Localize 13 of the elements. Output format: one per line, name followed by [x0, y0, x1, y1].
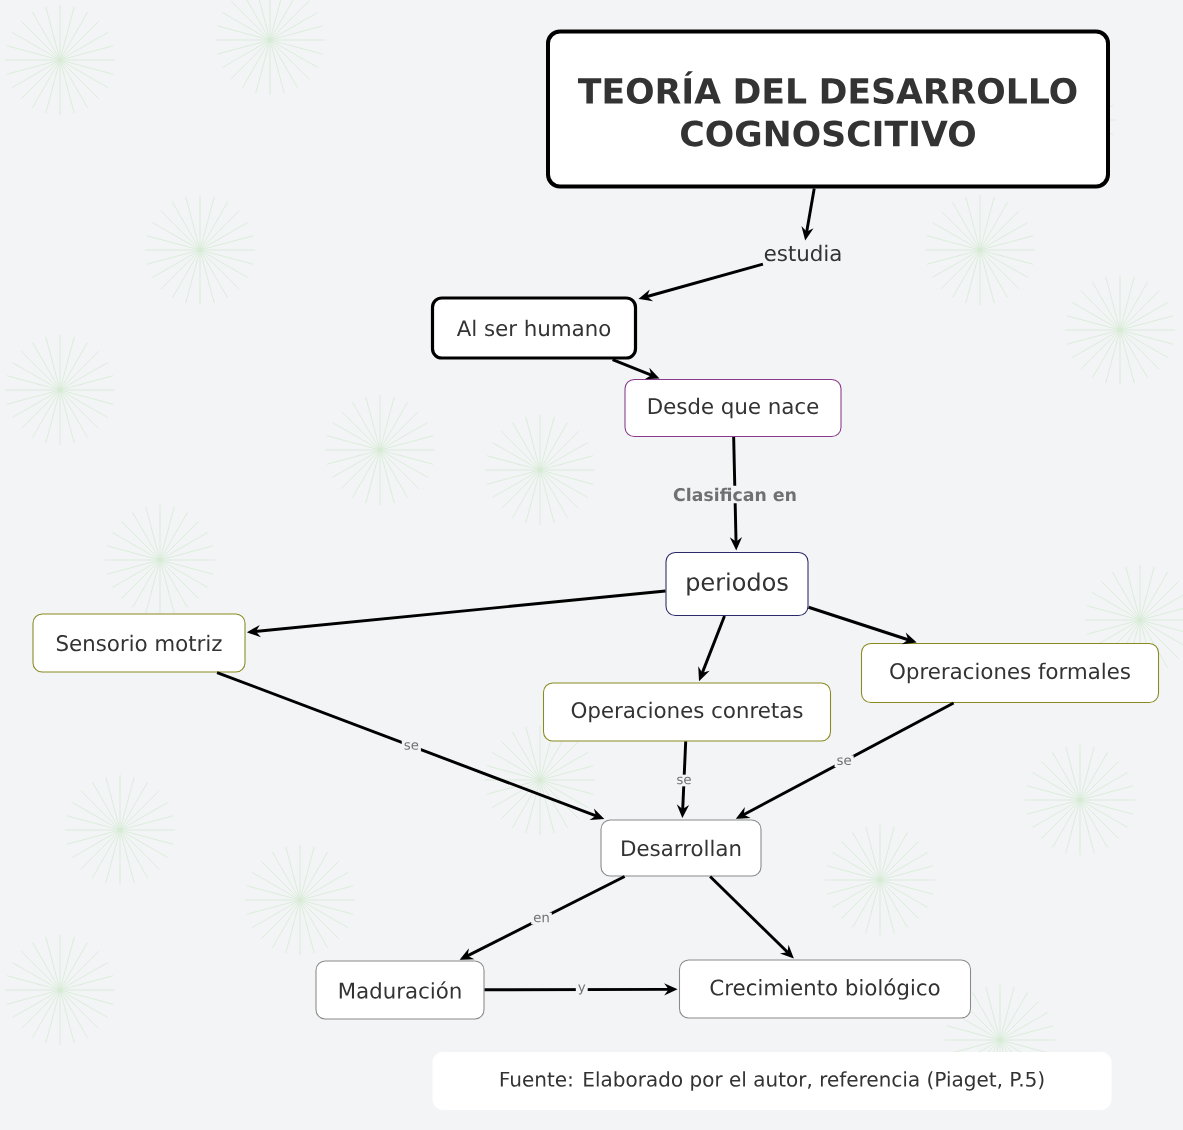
title-box: TEORÍA DEL DESARROLLO COGNOSCITIVO	[546, 29, 1110, 189]
caption: Fuente: Elaborado por el autor, referencia (Piaget, P.5)	[432, 1052, 1112, 1110]
concept-box: Desarrollan	[600, 819, 762, 877]
edge-label: se	[401, 740, 421, 752]
concept-box: Opreraciones formales	[860, 642, 1160, 704]
link-word: estudia	[764, 244, 841, 262]
concept-box: Sensorio motriz	[32, 613, 246, 673]
concept-box: periodos	[665, 551, 809, 617]
concept-box: Operaciones conretas	[542, 682, 832, 742]
concept-box: Maduración	[315, 960, 485, 1020]
concept-box: Al ser humano	[430, 296, 638, 360]
concept-box: Desde que nace	[624, 378, 842, 438]
concept-box: Crecimiento biológico	[678, 959, 972, 1019]
